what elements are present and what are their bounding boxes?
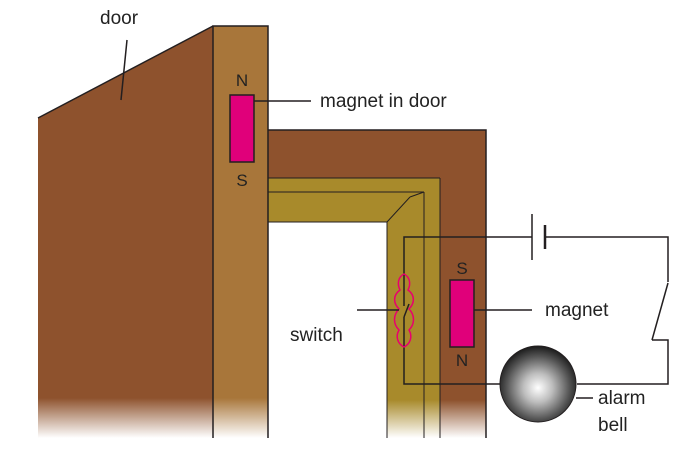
frame-magnet-north-label: N (456, 351, 468, 370)
reed-switch (393, 273, 415, 348)
alarm-label: alarm (598, 388, 646, 409)
circuit-wires (403, 236, 669, 385)
alarm-bell-icon (499, 345, 577, 423)
leader-lines (120, 39, 593, 399)
bell-label: bell (598, 415, 628, 436)
door-magnet-north-label: N (236, 71, 248, 90)
door (37, 25, 269, 438)
magnet-in-door-label: magnet in door (320, 91, 447, 112)
door-label: door (100, 8, 139, 29)
door-frame (268, 129, 487, 438)
frame-magnet (449, 279, 475, 348)
door-magnet (229, 94, 255, 163)
magnet-label: magnet (545, 300, 609, 321)
frame-magnet-south-label: S (456, 259, 467, 278)
switch-label: switch (290, 325, 343, 346)
circuit-switch (651, 282, 669, 341)
battery-cell (531, 214, 547, 260)
door-magnet-south-label: S (236, 171, 247, 190)
